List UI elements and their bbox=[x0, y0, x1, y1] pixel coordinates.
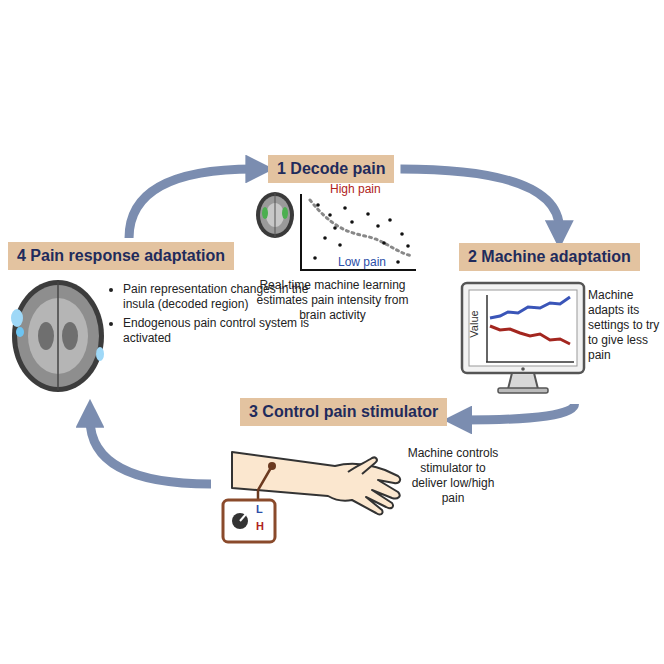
decode-plot bbox=[300, 194, 416, 271]
stage-group: 1 Decode painReal-time machine learning … bbox=[240, 150, 425, 325]
cycle-arrow bbox=[400, 169, 559, 229]
switch-label: H bbox=[256, 520, 264, 532]
axis-label: Low pain bbox=[338, 255, 386, 269]
stage-description: Machine controls stimulator to deliver l… bbox=[403, 446, 503, 506]
brain-slice bbox=[11, 280, 104, 392]
stage-header: 4 Pain response adaptation bbox=[8, 242, 234, 270]
bullet-list: Pain representation changes in the insul… bbox=[109, 282, 311, 350]
switch-label: L bbox=[256, 503, 263, 515]
axis-label: High pain bbox=[330, 182, 381, 196]
stage-group: 4 Pain response adaptationPain represent… bbox=[5, 240, 313, 405]
brain-slice bbox=[256, 192, 294, 238]
stage-description: Machine adapts its settings to try to gi… bbox=[588, 288, 660, 363]
computer-monitor bbox=[462, 283, 584, 393]
cycle-arrow bbox=[90, 419, 211, 484]
bullet-text: Pain representation changes in the insul… bbox=[123, 282, 311, 312]
stage-group: 2 Machine adaptationMachine adapts its s… bbox=[455, 240, 662, 400]
cycle-arrow bbox=[463, 404, 574, 420]
arm-and-stimulator bbox=[223, 452, 400, 542]
cycle-arrow bbox=[129, 169, 254, 238]
bullet-text: Endogenous pain control system is activa… bbox=[123, 316, 311, 346]
axis-label: Value bbox=[468, 310, 480, 337]
stage-header: 3 Control pain stimulator bbox=[240, 398, 447, 426]
stage-header: 2 Machine adaptation bbox=[459, 243, 640, 271]
stage-header: 1 Decode pain bbox=[268, 155, 394, 183]
